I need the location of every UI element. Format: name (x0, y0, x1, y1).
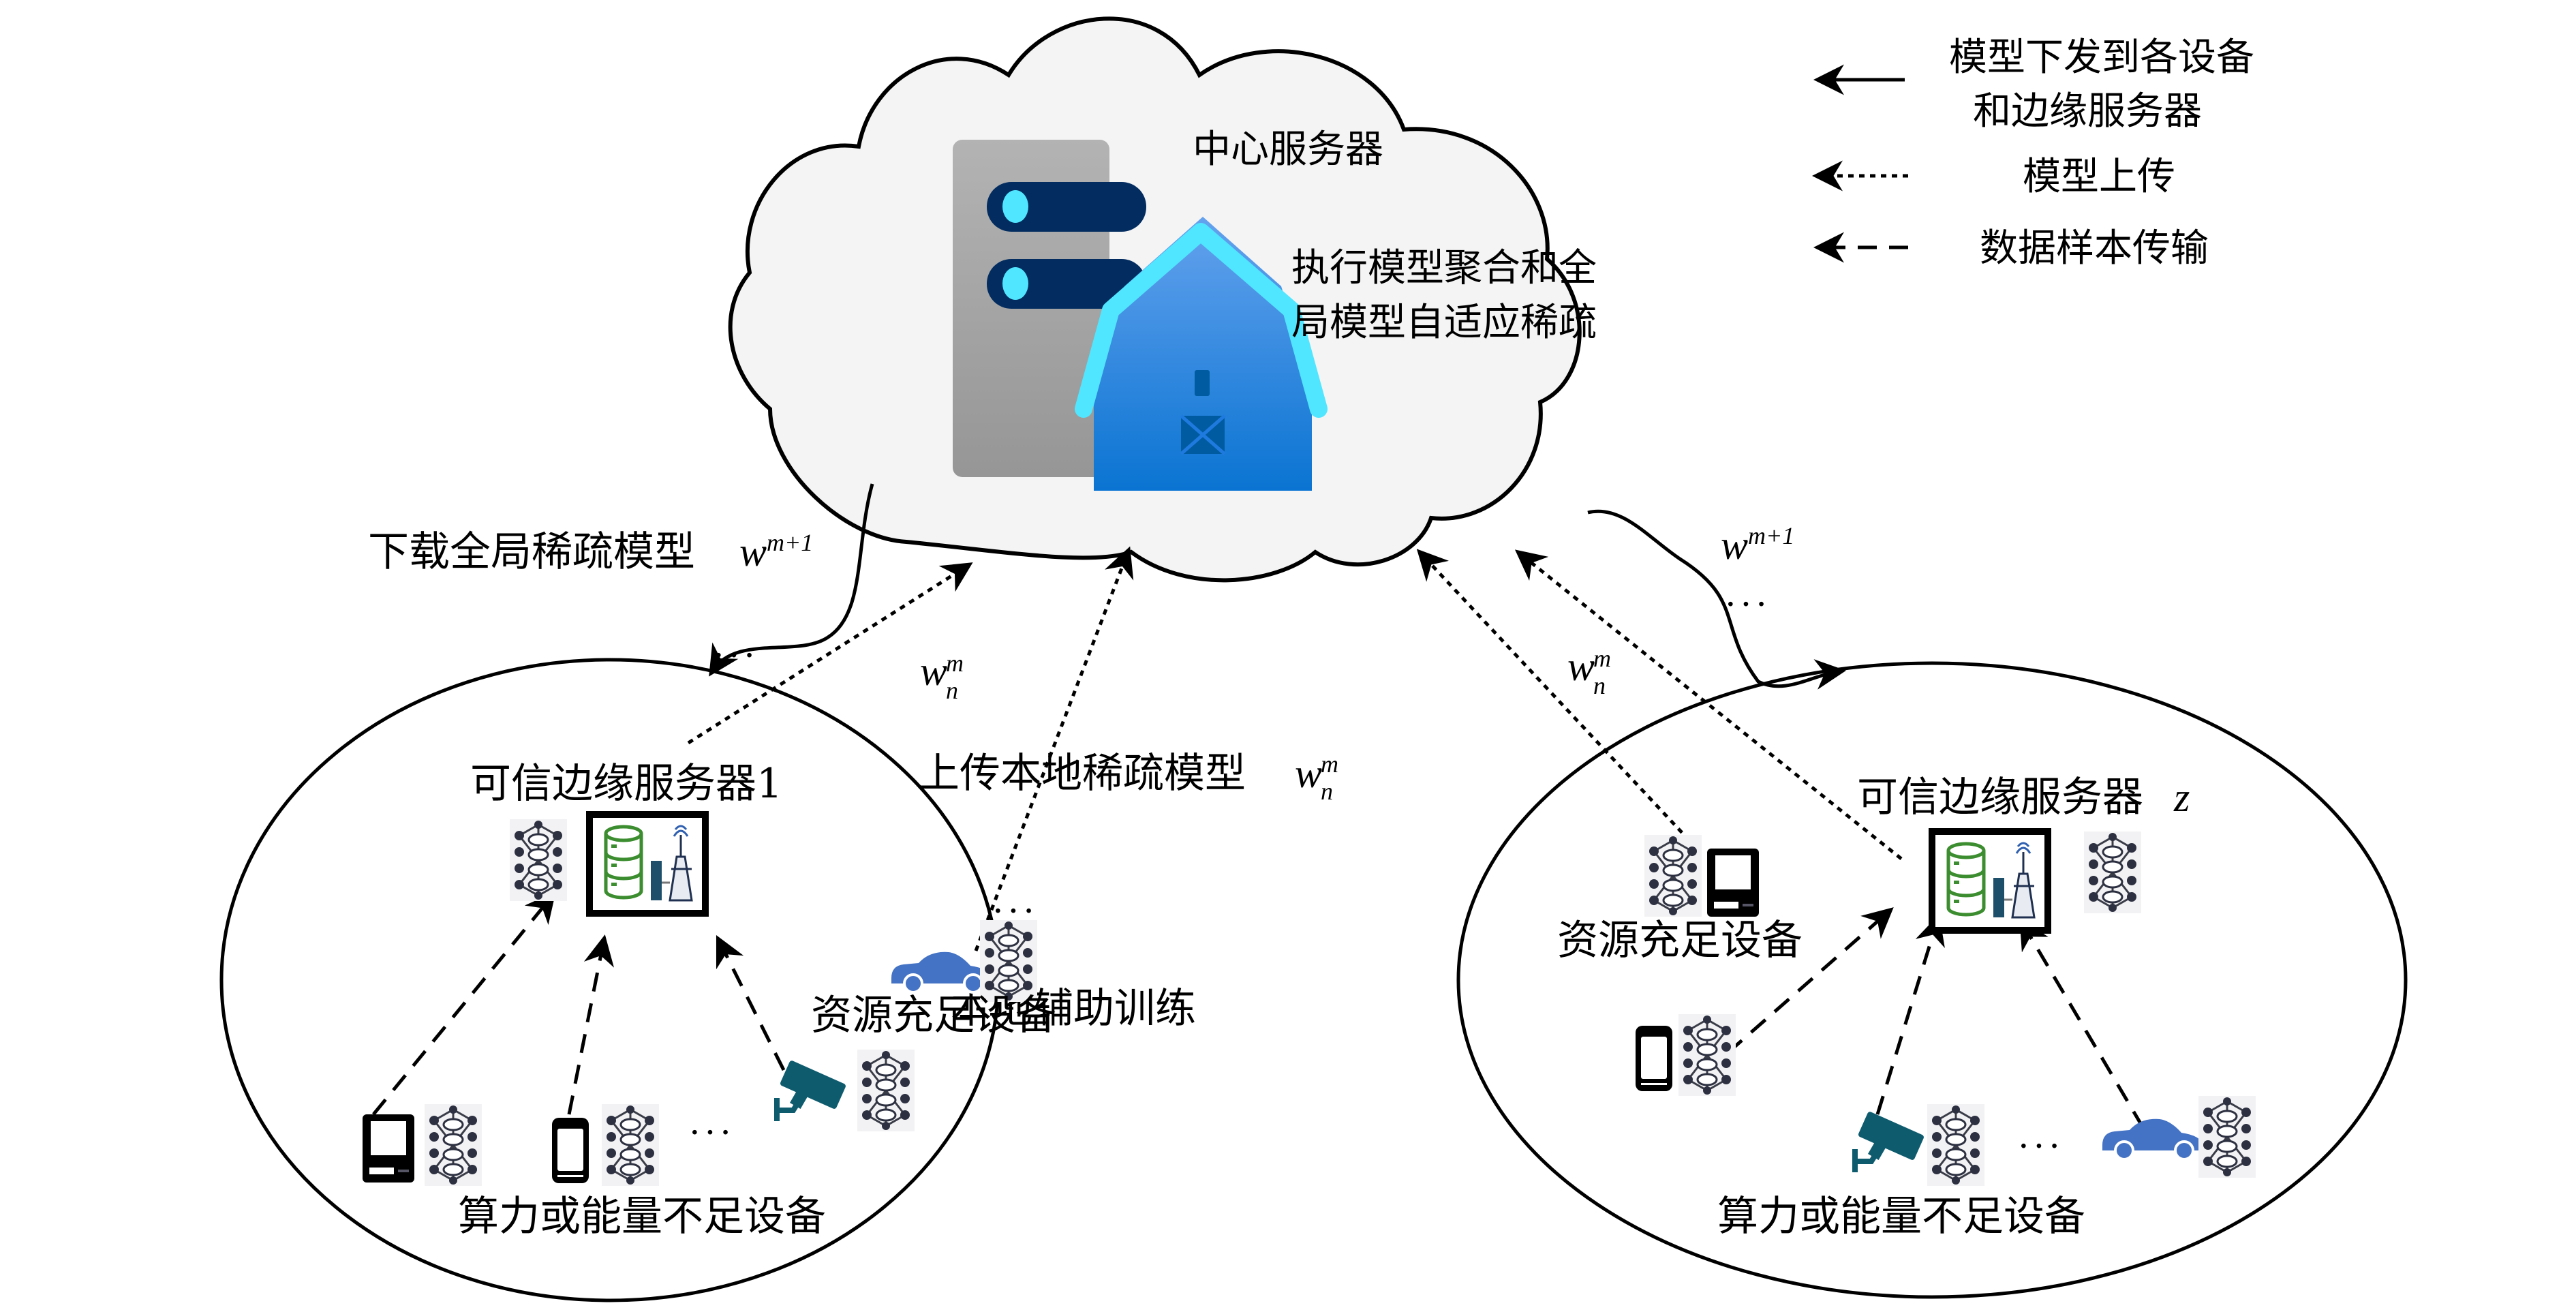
poor-device-label-left: 算力或能量不足设备 (458, 1193, 826, 1240)
edge-server-1: 可信边缘服务器1 (470, 760, 782, 913)
right-download-math-w: w (1721, 523, 1748, 568)
ellipsis-poor-right: ··· (2017, 1125, 2064, 1168)
wn-left-w: w (920, 649, 947, 694)
rich-device-label-left: 资源充足设备 (811, 992, 1056, 1039)
wn-left-sup: m (946, 650, 964, 677)
legend-dotted-label: 模型上传 (2023, 155, 2175, 199)
data-arrow-computer-left (372, 891, 556, 1116)
wn-label-left: w m n (920, 649, 964, 704)
neural-network-icon (508, 818, 568, 902)
download-annotation-left: 下载全局稀疏模型 w m+1 (368, 528, 813, 576)
edge-server-icon (589, 814, 705, 913)
central-server-icon (953, 140, 1146, 477)
wn-left-sub: n (946, 677, 958, 704)
edge-server-z: 可信边缘服务器 z (1857, 774, 2190, 930)
wn-right-sup: m (1593, 645, 1611, 672)
ellipsis-poor-left: ··· (688, 1112, 735, 1154)
neural-network-icon (2197, 1095, 2257, 1179)
camera-icon (1855, 1111, 1925, 1172)
upload-arrow-edgez (1514, 549, 1903, 860)
model-aggregation-icon (1075, 217, 1328, 491)
rich-device-right: 资源充足设备 (1557, 834, 1803, 964)
edge-server-1-title: 可信边缘服务器1 (470, 760, 782, 808)
camera-icon (777, 1060, 846, 1121)
download-annotation-right: w m+1 (1721, 522, 1794, 568)
data-arrow-car-right (2019, 918, 2145, 1129)
poor-devices-right: ··· 算力或能量不足设备 (1636, 1013, 2257, 1240)
download-label: 下载全局稀疏模型 (368, 528, 695, 576)
upload-math-w: w (1295, 751, 1322, 796)
wn-right-sub: n (1593, 672, 1606, 699)
wn-right-w: w (1567, 644, 1595, 689)
edge-server-icon (1932, 832, 2048, 930)
upload-arrow-edge1 (687, 562, 973, 745)
car-icon (2101, 1117, 2205, 1161)
ellipsis-left-download: ··· (712, 635, 758, 677)
upload-annotation: 上传本地稀疏模型 w m n (919, 750, 1338, 805)
upload-math-sup: m (1321, 750, 1338, 778)
neural-network-icon (856, 1048, 916, 1133)
upload-label: 上传本地稀疏模型 (919, 750, 1246, 797)
edge-region-z (1456, 661, 2408, 1299)
central-server-desc-line2: 局模型自适应稀疏 (1291, 301, 1597, 345)
right-download-math-sup: m+1 (1748, 522, 1794, 549)
legend-solid-label-line2: 和边缘服务器 (1973, 89, 2202, 134)
legend: 模型下发到各设备 和边缘服务器 模型上传 数据样本传输 (1812, 35, 2254, 271)
data-arrow-phone-right (1726, 907, 1894, 1054)
car-icon (890, 950, 994, 994)
computer-icon (1707, 849, 1759, 917)
ellipsis-right-download: ··· (1724, 583, 1770, 626)
download-arrow-right (1587, 509, 1846, 690)
edge-server-z-title: 可信边缘服务器 (1857, 774, 2143, 821)
edge-server-z-math: z (2173, 775, 2190, 820)
rich-device-left: 资源充足设备 (811, 919, 1056, 1039)
upload-arrow-rich-device-right (1416, 549, 1698, 850)
computer-icon (363, 1114, 414, 1183)
download-math-sup: m+1 (767, 529, 813, 556)
data-arrow-phone-left (567, 934, 615, 1115)
legend-dashed-label: 数据样本传输 (1980, 226, 2209, 271)
neural-network-icon (1926, 1103, 1986, 1187)
neural-network-icon (2083, 830, 2143, 915)
data-arrow-camera-right (1875, 914, 1945, 1115)
rich-device-label-right: 资源充足设备 (1557, 917, 1803, 964)
neural-network-icon (1643, 834, 1703, 918)
phone-icon (552, 1118, 589, 1183)
poor-device-label-right: 算力或能量不足设备 (1717, 1193, 2085, 1240)
upload-math-sub: n (1321, 778, 1333, 805)
download-arrow-left (709, 483, 874, 677)
neural-network-icon (423, 1103, 483, 1187)
central-server-desc-line1: 执行模型聚合和全 (1291, 246, 1597, 290)
wn-label-right: w m n (1567, 644, 1611, 699)
download-math-w: w (739, 530, 767, 575)
poor-devices-left: ··· 算力或能量不足设备 (363, 1048, 916, 1240)
neural-network-icon (979, 919, 1039, 1003)
phone-icon (1636, 1026, 1672, 1091)
central-cloud: 中心服务器 执行模型聚合和全 局模型自适应稀疏 (728, 16, 1597, 583)
legend-solid-label-line1: 模型下发到各设备 (1949, 35, 2254, 80)
neural-network-icon (600, 1103, 660, 1187)
data-arrow-camera-left (716, 934, 786, 1071)
central-server-title: 中心服务器 (1193, 127, 1383, 172)
neural-network-icon (1677, 1013, 1737, 1097)
